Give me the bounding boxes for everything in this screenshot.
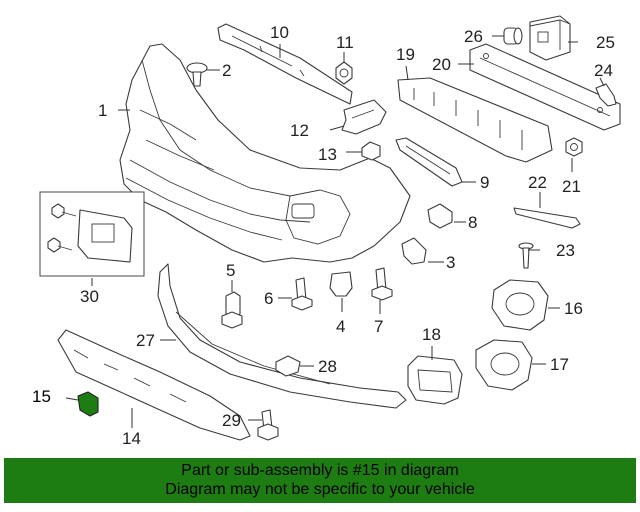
label-30: 30 <box>80 287 99 306</box>
part-29-bolt[interactable] <box>257 409 279 441</box>
part-9-bracket[interactable] <box>395 137 463 187</box>
label-17: 17 <box>550 355 569 374</box>
label-16: 16 <box>564 299 583 318</box>
label-13: 13 <box>318 145 337 164</box>
label-29: 29 <box>222 411 241 430</box>
part-25-block[interactable] <box>529 15 571 61</box>
part-3-clip[interactable] <box>401 237 427 265</box>
label-1: 1 <box>98 101 107 120</box>
part-5-bolt[interactable] <box>221 291 243 329</box>
part-6-bolt[interactable] <box>291 277 313 311</box>
part-11-nut[interactable] <box>335 61 353 85</box>
part-7-bolt[interactable] <box>371 267 393 301</box>
banner-line-2: Diagram may not be specific to your vehi… <box>165 481 475 498</box>
label-12: 12 <box>290 121 309 140</box>
part-15-clip-highlighted[interactable] <box>77 391 99 417</box>
part-10-support[interactable] <box>217 23 353 105</box>
label-25: 25 <box>596 33 615 52</box>
part-20-reinforcement[interactable] <box>469 43 621 131</box>
label-20: 20 <box>432 55 451 74</box>
part-30-box[interactable] <box>39 191 145 277</box>
label-7: 7 <box>374 317 383 336</box>
label-23: 23 <box>556 241 575 260</box>
part-23-pin[interactable] <box>518 242 534 269</box>
label-9: 9 <box>480 173 489 192</box>
label-26: 26 <box>464 27 483 46</box>
label-18: 18 <box>422 325 441 344</box>
part-26-plug[interactable] <box>503 27 523 45</box>
part-19-absorber[interactable] <box>397 77 553 163</box>
part-2-clip[interactable] <box>186 62 208 87</box>
part-14-cover[interactable] <box>57 329 251 441</box>
label-6: 6 <box>264 289 273 308</box>
part-number-labels: 1 2 3 4 5 6 7 8 9 10 11 12 13 14 15 16 1… <box>32 23 615 448</box>
parts-diagram: 1 2 3 4 5 6 7 8 9 10 11 12 13 14 15 16 1… <box>32 15 621 448</box>
label-24: 24 <box>594 61 613 80</box>
leader-lines <box>65 35 605 428</box>
label-2: 2 <box>222 61 231 80</box>
part-18-ring[interactable] <box>407 355 463 405</box>
label-21: 21 <box>562 177 581 196</box>
label-11: 11 <box>336 33 354 52</box>
banner-line-1: Part or sub-assembly is #15 in diagram <box>181 462 459 479</box>
label-3: 3 <box>446 253 455 272</box>
part-4-bracket[interactable] <box>329 271 353 297</box>
label-5: 5 <box>226 261 235 280</box>
label-22: 22 <box>528 173 547 192</box>
part-17-cover[interactable] <box>475 339 533 391</box>
label-15-highlighted: 15 <box>32 387 51 406</box>
part-12-bracket[interactable] <box>341 99 387 135</box>
part-28-clip[interactable] <box>275 355 301 377</box>
part-24-bracket[interactable] <box>595 83 617 107</box>
label-28: 28 <box>318 357 337 376</box>
part-16-bezel[interactable] <box>491 279 549 331</box>
part-21-nut[interactable] <box>565 137 583 157</box>
info-banner: Part or sub-assembly is #15 in diagram D… <box>4 458 636 503</box>
label-19: 19 <box>396 45 415 64</box>
label-14: 14 <box>122 429 141 448</box>
part-13-bolt[interactable] <box>361 141 381 161</box>
label-4: 4 <box>336 317 345 336</box>
label-10: 10 <box>270 23 289 42</box>
part-8-clip[interactable] <box>427 203 453 229</box>
part-22-strip[interactable] <box>513 207 581 229</box>
label-8: 8 <box>468 213 477 232</box>
part-1-bumper-cover[interactable] <box>119 43 411 263</box>
part-27-spoiler[interactable] <box>157 263 407 409</box>
label-27: 27 <box>136 331 155 350</box>
